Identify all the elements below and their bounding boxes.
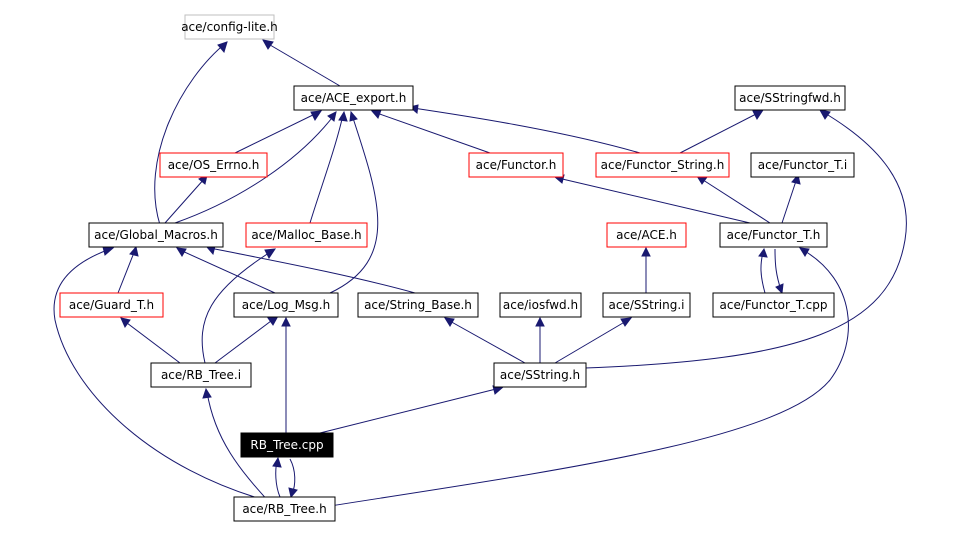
edge-rb-tree-i-to-guard-t — [122, 319, 181, 364]
edge-rb-tree-cpp-to-sstring-h — [319, 387, 501, 434]
arrowhead — [338, 110, 348, 122]
edge-global-macros-to-config-lite — [154, 41, 228, 226]
arrowhead — [281, 316, 291, 327]
edge-functor-t-cpp-to-functor-t-h — [760, 251, 766, 294]
edge-rb-tree-i-to-log-msg — [214, 317, 276, 364]
node-log-msg[interactable]: ace/Log_Msg.h — [233, 292, 339, 318]
edge-functor-string-to-ace-export — [412, 107, 641, 154]
node-sstring-i[interactable]: ace/SString.i — [602, 292, 691, 318]
node-functor-t-h[interactable]: ace/Functor_T.h — [719, 222, 828, 248]
edge-functor-t-h-to-functor-t-cpp — [774, 248, 782, 291]
arrowhead — [535, 316, 545, 327]
node-functor-string[interactable]: ace/Functor_String.h — [595, 152, 730, 178]
node-sstring-h[interactable]: ace/SString.h — [493, 362, 587, 388]
arrowhead — [620, 317, 633, 327]
edge-sstring-h-to-string-base — [447, 319, 526, 364]
edge-log-msg-to-global-macros — [179, 249, 276, 294]
node-global-macros[interactable]: ace/Global_Macros.h — [88, 222, 224, 248]
node-label: ace/RB_Tree.i — [161, 368, 241, 382]
node-label: ace/SString.h — [500, 368, 580, 382]
edge-functor-t-h-to-functor — [557, 177, 751, 224]
edge-rb-tree-h-to-global-macros — [53, 248, 276, 504]
arrowhead — [775, 283, 784, 295]
node-label: ace/Functor_String.h — [601, 158, 725, 172]
node-sstringfwd[interactable]: ace/SStringfwd.h — [734, 85, 846, 111]
node-ace-export[interactable]: ace/ACE_export.h — [293, 85, 414, 111]
edge-string-base-to-global-macros — [209, 247, 416, 294]
arrowhead — [272, 456, 282, 468]
node-malloc-base[interactable]: ace/Malloc_Base.h — [245, 222, 368, 248]
arrowhead — [310, 110, 323, 121]
edge-ace-export-to-config-lite — [264, 41, 341, 87]
node-label: ace/ACE_export.h — [301, 91, 407, 105]
node-guard-t[interactable]: ace/Guard_T.h — [59, 292, 164, 318]
node-functor-t-cpp[interactable]: ace/Functor_T.cpp — [712, 292, 835, 318]
node-config-lite[interactable]: ace/config-lite.h — [181, 14, 278, 40]
arrowhead — [371, 109, 382, 119]
arrowhead — [264, 248, 277, 259]
edge-functor-string-to-sstringfwd — [679, 111, 761, 154]
arrowhead — [752, 109, 765, 120]
node-label: RB_Tree.cpp — [250, 438, 323, 452]
arrowhead — [444, 317, 455, 327]
node-os-errno[interactable]: ace/OS_Errno.h — [159, 152, 268, 178]
edge-rb-tree-h-to-rb-tree-i — [206, 391, 271, 504]
arrowhead — [799, 247, 810, 257]
node-label: ace/Functor.h — [476, 158, 557, 172]
node-label: ace/ACE.h — [616, 228, 677, 242]
node-label: ace/String_Base.h — [364, 298, 472, 312]
edge-rb-tree-i-to-malloc-base — [201, 250, 273, 364]
edge-log-msg-to-ace-export — [329, 114, 379, 294]
edges — [53, 39, 907, 507]
arrowhead — [217, 41, 228, 54]
nodes: ace/config-lite.h ace/ACE_export.h ace/S… — [59, 14, 855, 522]
arrowhead — [758, 247, 768, 258]
node-label: ace/Functor_T.i — [758, 158, 847, 172]
node-label: ace/RB_Tree.h — [242, 502, 326, 516]
node-functor[interactable]: ace/Functor.h — [468, 152, 564, 178]
arrowhead — [102, 246, 115, 256]
node-label: ace/Log_Msg.h — [242, 298, 330, 312]
arrowhead — [327, 111, 337, 122]
arrowhead — [262, 39, 274, 50]
arrowhead — [120, 317, 131, 329]
edge-malloc-base-to-ace-export — [309, 114, 344, 224]
edge-functor-to-ace-export — [373, 111, 491, 154]
node-label: ace/SStringfwd.h — [739, 91, 841, 105]
node-string-base[interactable]: ace/String_Base.h — [357, 292, 479, 318]
node-label: ace/Malloc_Base.h — [251, 228, 361, 242]
node-rb-tree-i[interactable]: ace/RB_Tree.i — [150, 362, 252, 388]
node-label: ace/iosfwd.h — [503, 298, 578, 312]
arrowhead — [202, 387, 212, 399]
node-rb-tree-h[interactable]: ace/RB_Tree.h — [233, 496, 336, 522]
node-rb-tree-cpp[interactable]: RB_Tree.cpp — [240, 432, 334, 458]
arrowhead — [641, 246, 651, 257]
arrowhead — [176, 247, 187, 257]
edge-os-errno-to-ace-export — [234, 111, 320, 154]
node-label: ace/Functor_T.cpp — [720, 298, 828, 312]
node-label: ace/Global_Macros.h — [94, 228, 218, 242]
edge-functor-t-h-to-functor-string — [699, 177, 771, 224]
arrowhead — [129, 245, 139, 257]
arrowhead — [288, 487, 298, 499]
edge-global-macros-to-os-errno — [164, 177, 206, 224]
node-iosfwd[interactable]: ace/iosfwd.h — [499, 292, 582, 318]
edge-rb-tree-h-to-functor-t-h — [329, 249, 849, 507]
edge-sstring-h-to-sstringfwd — [584, 111, 907, 369]
node-functor-t-i[interactable]: ace/Functor_T.i — [750, 152, 855, 178]
edge-functor-t-h-to-functor-t-i — [781, 177, 798, 224]
node-ace-h[interactable]: ace/ACE.h — [606, 222, 687, 248]
edge-sstring-h-to-sstring-i — [554, 319, 629, 364]
node-label: ace/SString.i — [609, 298, 685, 312]
edge-guard-t-to-global-macros — [117, 249, 136, 294]
node-label: ace/Functor_T.h — [727, 228, 821, 242]
node-label: ace/Guard_T.h — [69, 298, 154, 312]
arrowhead — [349, 110, 358, 122]
node-label: ace/config-lite.h — [181, 20, 278, 34]
arrowhead — [819, 109, 831, 120]
node-label: ace/OS_Errno.h — [168, 158, 260, 172]
